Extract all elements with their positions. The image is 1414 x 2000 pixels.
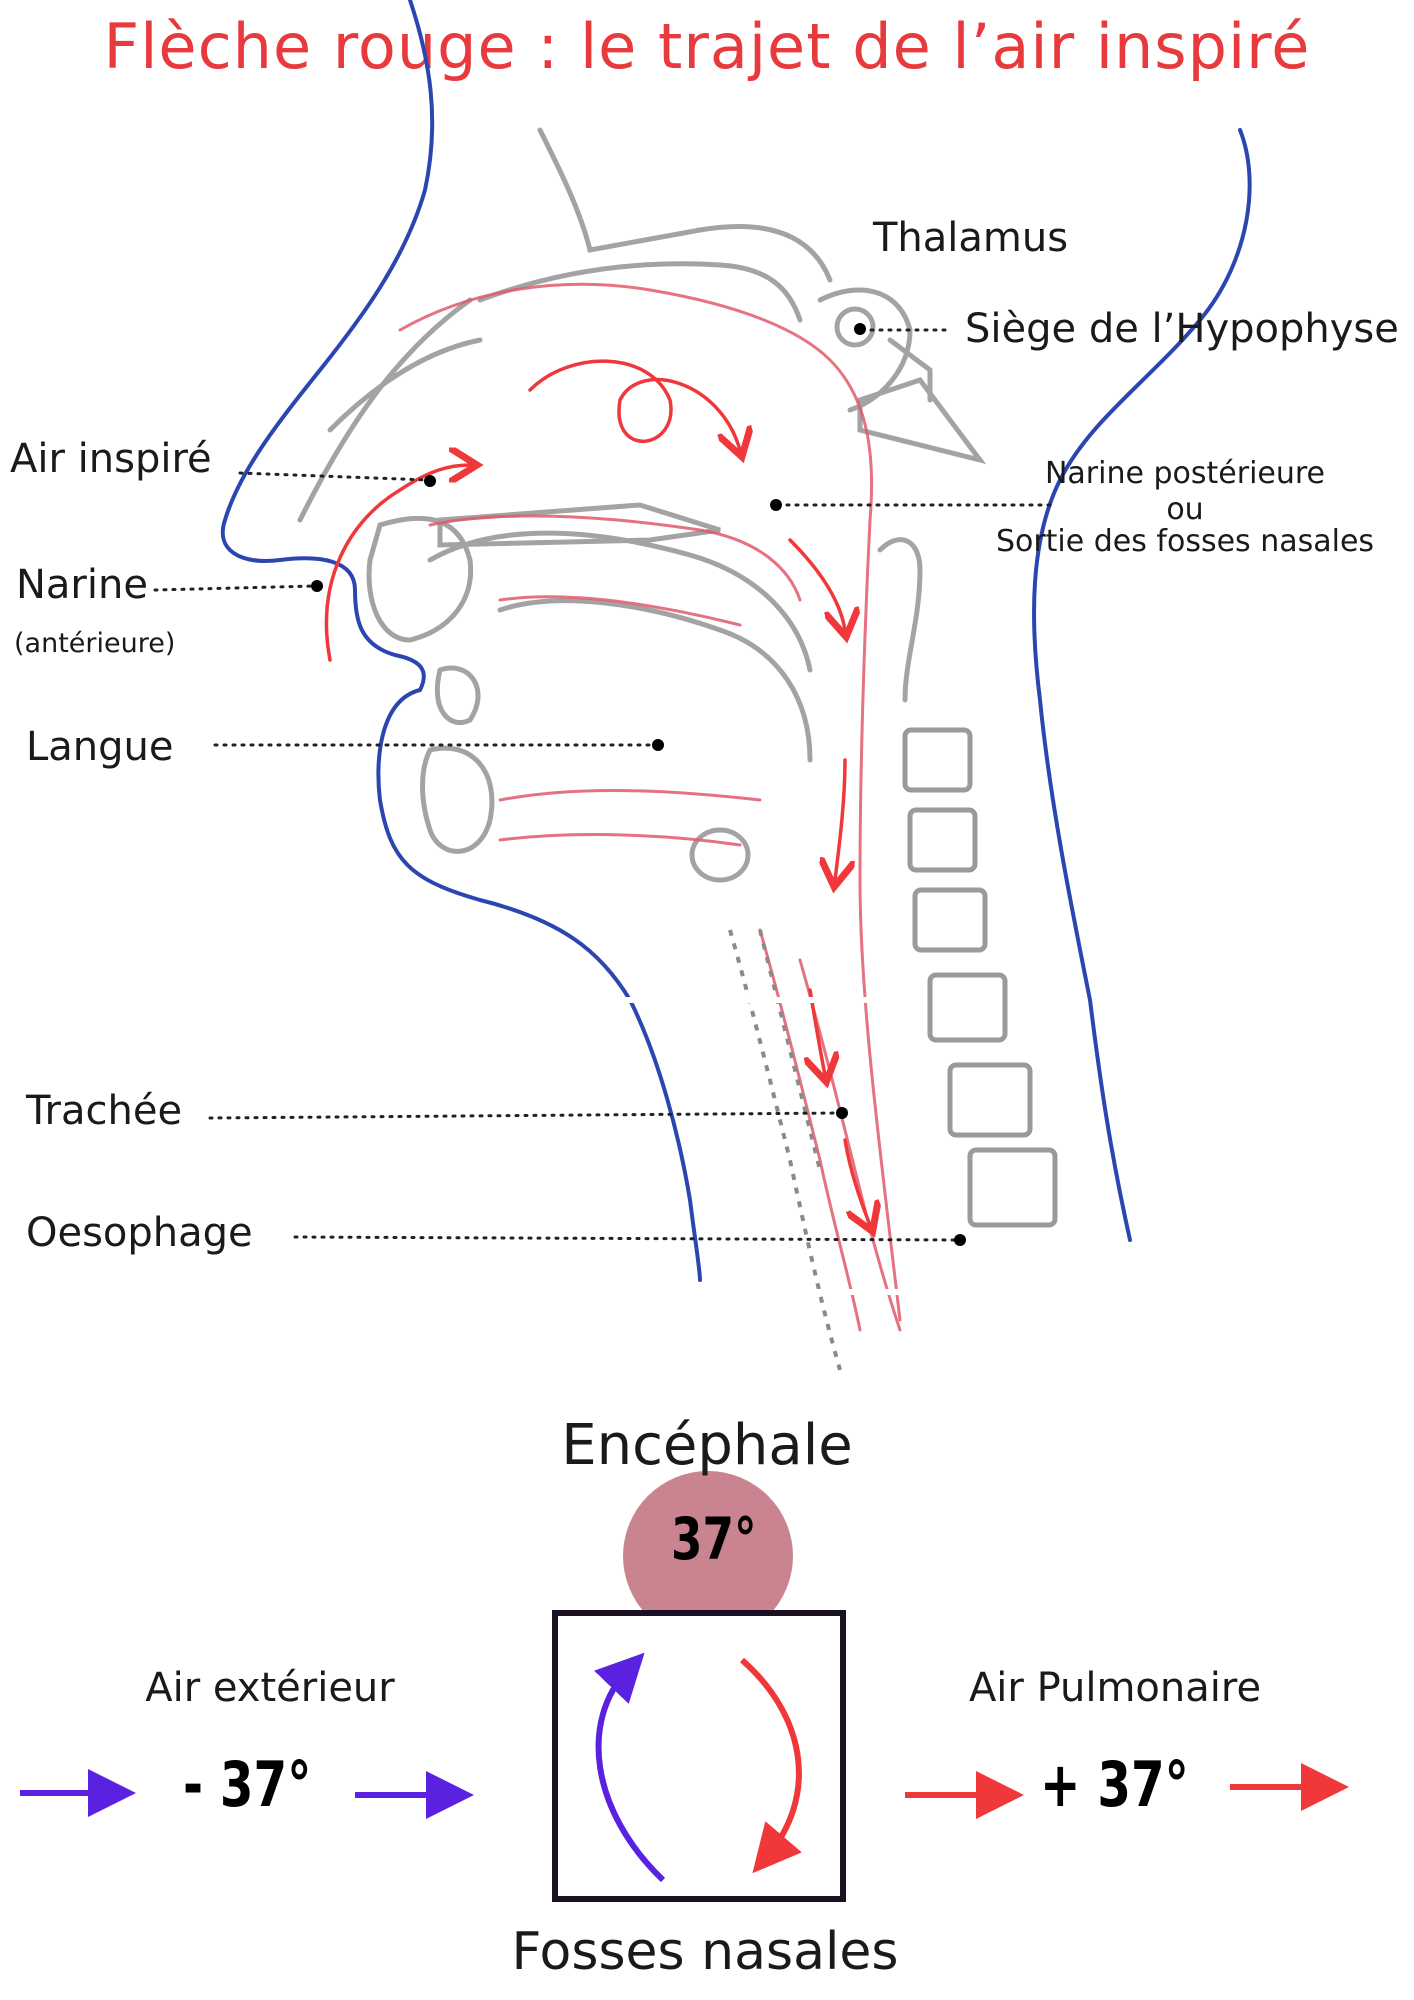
encephale-temperature: 37°: [671, 1505, 757, 1573]
air-exterieur-temperature: - 37°: [183, 1748, 312, 1821]
face-profile-outline: [220, 0, 1252, 1282]
label-fosses-nasales: Fosses nasales: [511, 1922, 899, 1982]
label-ou: ou: [1166, 492, 1204, 527]
outgoing-air-arrows: [740, 1657, 1349, 1874]
incoming-air-arrows: [20, 1652, 666, 1883]
trachea-rings: [728, 929, 842, 1371]
heat-exchange-arrows: [20, 1652, 1349, 1883]
label-air-inspire: Air inspiré: [10, 436, 212, 482]
label-air-exterieur: Air extérieur: [145, 1665, 395, 1711]
label-air-pulmonaire: Air Pulmonaire: [968, 1665, 1262, 1711]
label-encephale: Encéphale: [561, 1413, 853, 1478]
cervical-vertebrae: [902, 727, 1058, 1228]
label-sortie-fosses-nasales: Sortie des fosses nasales: [995, 524, 1375, 559]
label-langue: Langue: [26, 724, 174, 770]
label-narine: Narine: [16, 562, 148, 608]
label-thalamus: Thalamus: [873, 215, 1069, 261]
label-siege-hypophyse: Siège de l’Hypophyse: [965, 306, 1399, 352]
air-pulmonaire-temperature: + 37°: [1040, 1748, 1189, 1821]
airflow-arrows: [324, 359, 870, 1225]
label-leader-lines: [153, 328, 1057, 1242]
label-narine-posterieure: Narine postérieure: [1044, 456, 1326, 491]
head-sagittal-section-drawing: [153, 0, 1252, 1371]
label-narine-anterieure: (antérieure): [14, 628, 176, 659]
label-trachee: Trachée: [26, 1088, 183, 1134]
skull-sketch: [297, 127, 987, 883]
label-oesophage: Oesophage: [26, 1210, 253, 1256]
page-title: Flèche rouge : le trajet de l’air inspir…: [103, 10, 1311, 83]
label-anchor-dots: [311, 323, 966, 1246]
